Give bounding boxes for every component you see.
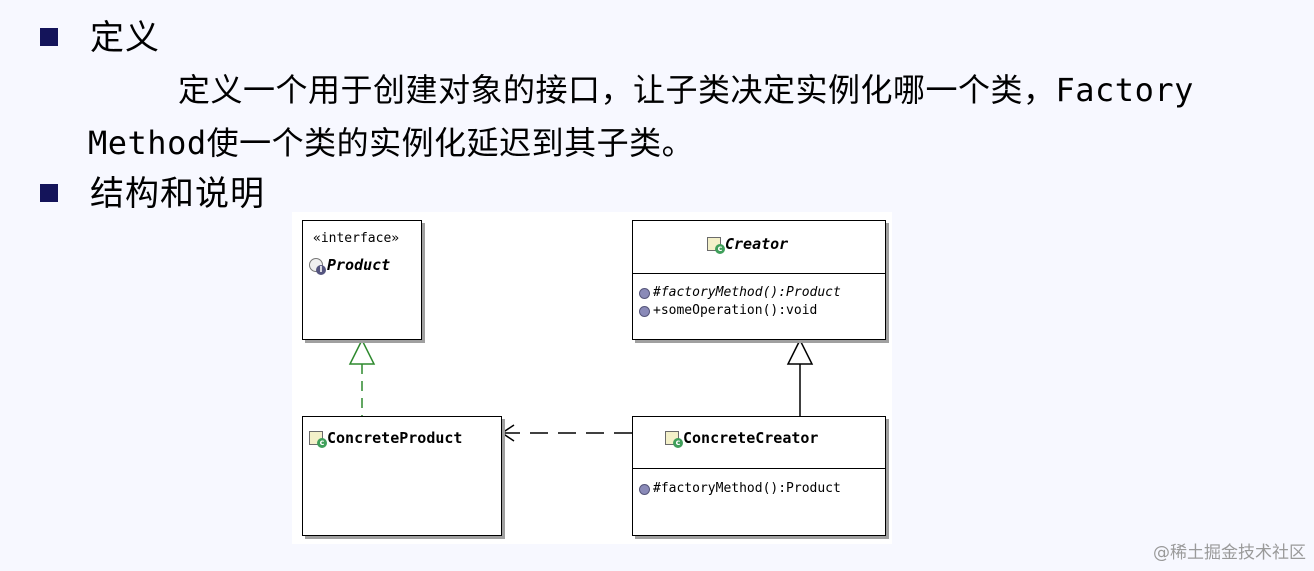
creator-op-2-text: +someOperation():void	[653, 303, 818, 318]
diagram-connectors	[348, 338, 814, 442]
class-icon	[665, 431, 683, 448]
concrete-creator-title: ConcreteCreator	[665, 429, 819, 448]
class-icon	[707, 237, 725, 254]
interface-icon	[309, 258, 326, 275]
uml-class-concrete-product: ConcreteProduct	[302, 416, 502, 536]
concrete-creator-op-1-text: #factoryMethod():Product	[653, 481, 841, 496]
product-title: Product	[309, 256, 391, 275]
creator-title: Creator	[707, 235, 789, 254]
generalization-arrowhead	[786, 338, 814, 365]
watermark: @稀土掘金技术社区	[1153, 543, 1306, 563]
creator-name: Creator	[725, 235, 789, 253]
product-name: Product	[327, 256, 391, 274]
uml-class-creator: Creator #factoryMethod():Product +someOp…	[632, 220, 886, 340]
bullet-icon	[40, 28, 58, 46]
bullet-icon	[40, 184, 58, 202]
concrete-creator-divider	[633, 468, 885, 469]
creator-divider	[633, 273, 885, 274]
concrete-product-name: ConcreteProduct	[327, 429, 463, 447]
concrete-product-title: ConcreteProduct	[309, 429, 463, 448]
concrete-creator-name: ConcreteCreator	[683, 429, 819, 447]
concrete-creator-op-factory-method: #factoryMethod():Product	[639, 480, 841, 498]
method-icon	[639, 287, 650, 299]
definition-line-2: Method使一个类的实例化延迟到其子类。	[88, 124, 695, 162]
method-icon	[639, 305, 650, 317]
dependency-arrowhead	[500, 424, 515, 442]
uml-class-product: «interface» Product	[302, 220, 422, 340]
uml-class-diagram: «interface» Product Creator #factoryMeth…	[292, 212, 892, 544]
creator-op-some-operation: +someOperation():void	[639, 302, 817, 320]
definition-line-1: 定义一个用于创建对象的接口，让子类决定实例化哪一个类，Factory	[178, 71, 1194, 109]
product-stereotype: «interface»	[313, 231, 400, 246]
realization-arrowhead	[348, 338, 376, 365]
section-title-structure: 结构和说明	[90, 174, 265, 214]
creator-op-factory-method: #factoryMethod():Product	[639, 284, 841, 302]
uml-class-concrete-creator: ConcreteCreator #factoryMethod():Product	[632, 416, 886, 536]
class-icon	[309, 431, 327, 448]
method-icon	[639, 483, 650, 495]
section-title-definition: 定义	[90, 18, 160, 58]
creator-op-1-text: #factoryMethod():Product	[653, 285, 841, 300]
